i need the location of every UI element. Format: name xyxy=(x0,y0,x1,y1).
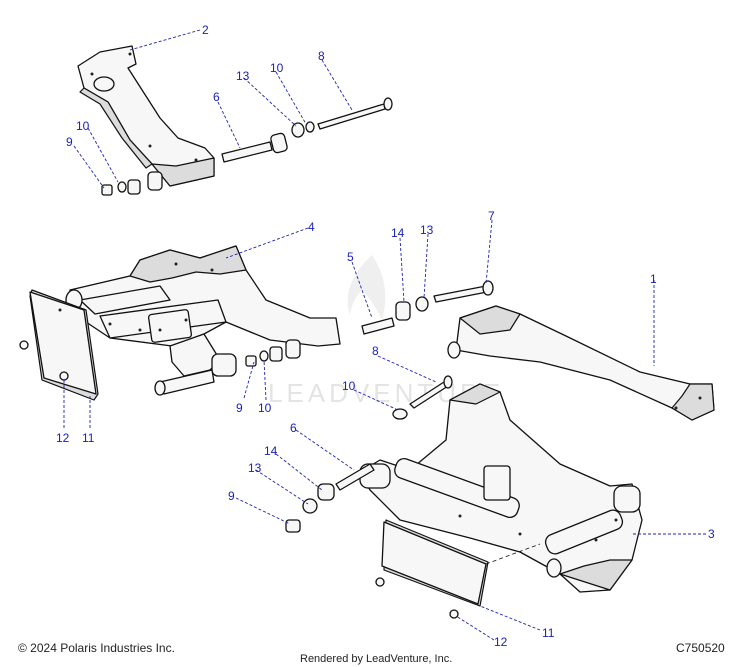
callout-7: 7 xyxy=(488,209,495,223)
callout-10-mid-a: 10 xyxy=(258,401,272,415)
callout-11-bot: 11 xyxy=(542,626,555,640)
callout-10-top-a: 10 xyxy=(76,119,90,133)
callout-14-bot: 14 xyxy=(264,444,278,458)
middle-hardware-right xyxy=(361,280,494,335)
footer: © 2024 Polaris Industries Inc. Rendered … xyxy=(18,641,725,665)
callout-9-mid: 9 xyxy=(236,401,243,415)
callout-3: 3 xyxy=(708,527,715,541)
callout-8-top: 8 xyxy=(318,49,325,63)
screw-left-part-12 xyxy=(19,340,69,381)
lower-control-arm-part-4 xyxy=(65,245,341,396)
callout-6-mid: 6 xyxy=(290,421,297,435)
skid-plate-left-part-11 xyxy=(29,289,99,401)
callout-12-left: 12 xyxy=(56,431,70,445)
middle-bolt-and-bushing xyxy=(392,375,453,420)
callout-13-top: 13 xyxy=(236,69,250,83)
callout-10-top-b: 10 xyxy=(270,61,284,75)
callout-2: 2 xyxy=(202,23,209,37)
middle-hardware-left xyxy=(245,339,301,367)
bottom-hardware xyxy=(285,463,375,533)
callout-leaders xyxy=(63,29,706,641)
callout-9-top: 9 xyxy=(66,135,73,149)
lower-control-arm-part-3 xyxy=(359,383,643,593)
callout-8-mid: 8 xyxy=(372,344,379,358)
callout-5: 5 xyxy=(347,250,354,264)
rendered-by-text: Rendered by LeadVenture, Inc. xyxy=(300,653,452,665)
callout-13-bot: 13 xyxy=(248,461,262,475)
callout-12-bot: 12 xyxy=(494,635,508,649)
callout-9-bot: 9 xyxy=(228,489,235,503)
callout-6-top: 6 xyxy=(213,90,220,104)
skid-plate-bottom-part-11 xyxy=(381,519,541,607)
callout-10-mid-b: 10 xyxy=(342,379,356,393)
copyright-text: © 2024 Polaris Industries Inc. xyxy=(18,641,175,655)
trailing-arm-part-1 xyxy=(447,305,715,421)
top-arm-hardware-right xyxy=(221,97,393,163)
callout-11-left: 11 xyxy=(82,431,95,445)
top-arm-hardware-left xyxy=(101,171,163,196)
callout-1: 1 xyxy=(650,272,657,286)
callout-14-mid: 14 xyxy=(391,226,405,240)
callout-numbers: 2 8 10 13 6 10 9 4 5 14 13 7 1 8 10 9 10… xyxy=(56,23,715,649)
screw-bottom-part-12 xyxy=(375,577,459,619)
diagram-code: C750520 xyxy=(676,641,725,655)
callout-13-mid: 13 xyxy=(420,223,434,237)
upper-control-arm-part-2 xyxy=(77,45,215,187)
callout-4: 4 xyxy=(308,220,315,234)
